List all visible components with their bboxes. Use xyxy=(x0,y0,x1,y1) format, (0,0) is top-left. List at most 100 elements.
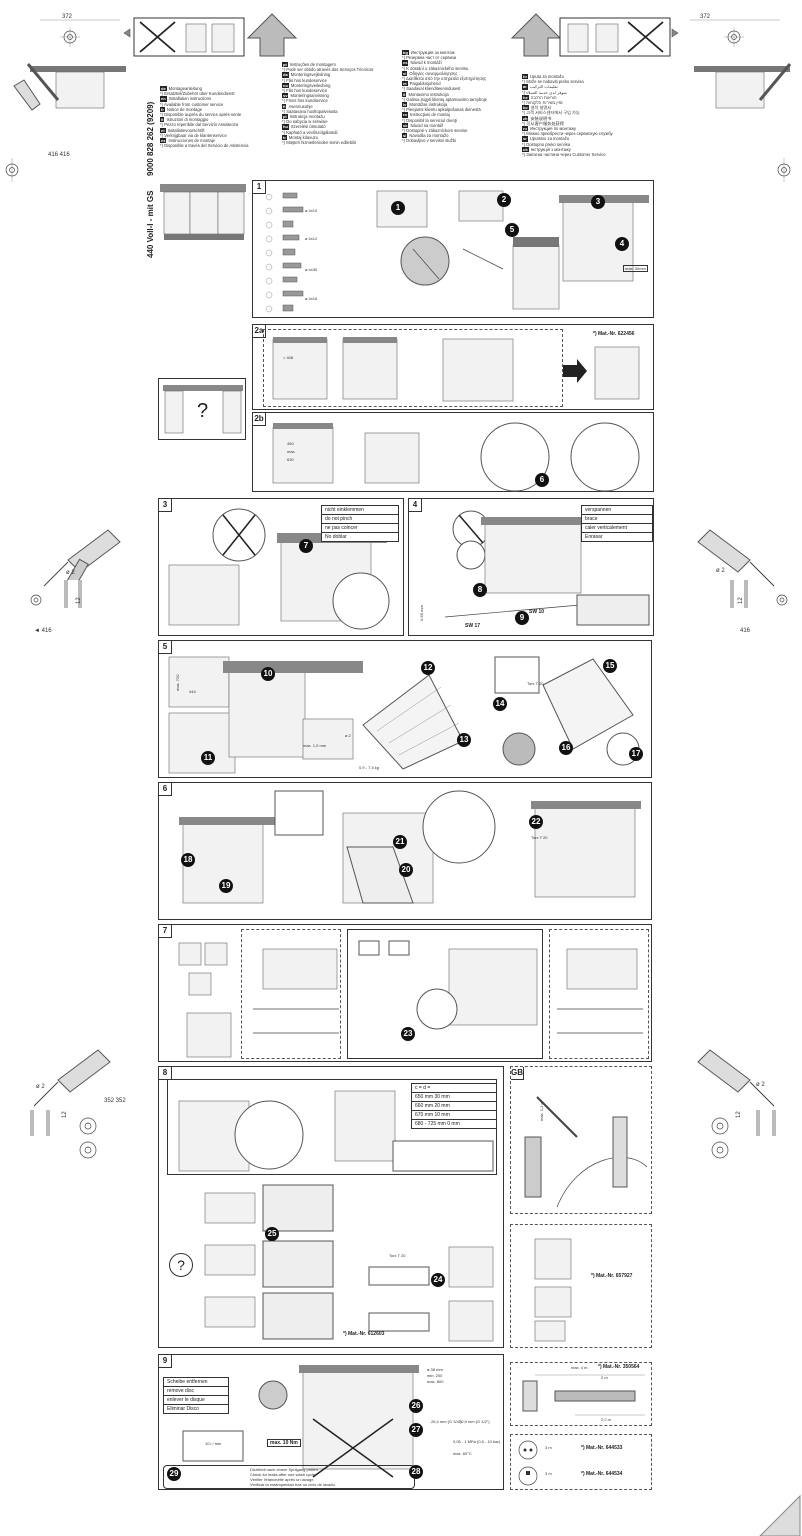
step-label: 2b xyxy=(253,413,266,426)
dim-4x16: ø 4x16 xyxy=(305,296,318,301)
step-7-panel: 7 23 xyxy=(158,924,652,1062)
lang-text: *) Disponible a través del Servicio de A… xyxy=(160,143,249,149)
dim-max30: max. 30mm xyxy=(623,265,648,272)
lang-text: *) Müşteri hizmetlerinden temin edilebil… xyxy=(282,140,357,146)
lang-line: *) K dostání u zákaznického servisu xyxy=(402,66,522,71)
sw-17: SW 17 xyxy=(465,623,481,629)
dim-4x30: ø 4x30 xyxy=(305,267,318,272)
step-label: 1 xyxy=(253,181,266,194)
lang-text: Инструкция по монтажу xyxy=(530,126,577,132)
callout-16: 16 xyxy=(559,741,573,755)
lang-line: *) Saadaval klienditeenindusest xyxy=(402,86,522,91)
top-dim-left: 372 xyxy=(62,14,73,20)
lang-text: *) متوفر لدى خدمة العملاء xyxy=(522,89,568,95)
callout-3: 3 xyxy=(591,195,605,209)
lang-text: Asennusohje xyxy=(288,103,313,109)
side-d2-left-2: ø 2 xyxy=(36,1084,45,1090)
lang-code-badge: sl xyxy=(402,133,408,139)
callout-21: 21 xyxy=(393,835,407,849)
lang-line: *) Disponibil la serviciul clienţi xyxy=(402,118,522,123)
step-7-right-area xyxy=(549,929,649,1059)
callout-22: 22 xyxy=(529,815,543,829)
lang-text: Monteringsanvisning xyxy=(290,93,329,99)
lang-text: Instrucciones de montaje xyxy=(168,138,216,144)
hose-22m: 2,2 m xyxy=(601,1417,612,1422)
lang-code-badge: ru xyxy=(522,126,528,132)
crosshair-right xyxy=(777,158,791,182)
lang-code-badge: da xyxy=(282,72,289,78)
mat-612603: *) Mat.-Nr. 612603 xyxy=(343,1331,385,1337)
lang-code-badge: zh xyxy=(522,115,529,121)
parts-list xyxy=(265,192,304,313)
lang-text: *) K dostání u zákaznického servisu xyxy=(402,65,469,71)
lang-code-badge: hu xyxy=(282,124,289,130)
check-leak-box: Dichtheit nach einem Spülgang prüfen. Ch… xyxy=(163,1465,415,1489)
lang-text: *) Запасна частина через Customer Servic… xyxy=(522,152,606,158)
lang-text: Istruzioni di montaggio xyxy=(166,117,209,123)
mat-350564-label: *) Mat.-Nr. 350564 xyxy=(598,1364,640,1370)
lang-code-badge: sr xyxy=(522,136,528,142)
accessory-panel: 3 m 3 m *) Mat.-Nr. 644533 *) Mat.-Nr. 6… xyxy=(510,1434,652,1490)
callout-13: 13 xyxy=(457,733,471,747)
lang-code-badge: uk xyxy=(522,146,529,153)
page-curl xyxy=(759,1494,801,1536)
step-7-left-area xyxy=(241,929,341,1059)
pipe-12: 20,9 mm (G 1/2") xyxy=(459,1419,490,1424)
lang-text: *) 可从客户服务处获得 xyxy=(522,120,564,126)
step-6-panel: 6 Torx T 20 18 19 20 21 22 xyxy=(158,782,652,920)
hose-illustration xyxy=(522,1374,645,1416)
lang-text: Instrucţiuni de montaj xyxy=(410,112,450,118)
lang-line: *) متوفر لدى خدمة العملاء xyxy=(522,90,642,95)
lang-code-badge: es xyxy=(160,138,167,144)
lang-line: *) Müşteri hizmetlerinden temin edilebil… xyxy=(282,140,402,145)
lang-text: *) Fås hos kundeservice xyxy=(282,77,327,83)
callout-10: 10 xyxy=(261,667,275,681)
step-label: 9 xyxy=(159,1355,172,1368)
step-label: 6 xyxy=(159,783,172,796)
step-1-panel: 1 ø 4x10 ø 4x12 ø 4x30 ø 4x16 1 2 3 4 5 … xyxy=(252,180,654,318)
callout-6: 6 xyxy=(535,473,549,487)
lang-text: Monteringsvejledning xyxy=(290,72,331,78)
drill-left-1 xyxy=(30,529,121,608)
lang-line: *) Можно приобрести через сервисную служ… xyxy=(522,131,642,136)
step-8-illustration xyxy=(178,1090,494,1342)
lang-code-badge: sk xyxy=(402,122,409,129)
dim-4x10: ø 4x10 xyxy=(305,208,318,213)
step-6-illustration xyxy=(179,790,641,904)
side-d2-right-1: ø 2 xyxy=(716,568,725,574)
lang-code-badge: lt xyxy=(402,91,407,97)
lang-text: Montaj kılavuzu xyxy=(288,134,318,140)
check-es: Verificar la estanqueidad tras un ciclo … xyxy=(250,1482,336,1487)
side-d12-right-2: 12 xyxy=(736,1111,742,1118)
lang-line: *) Dobavljivo v servisni službi xyxy=(402,138,522,143)
sw-10: SW 10 xyxy=(529,609,545,615)
lang-text: Інструкція з монтажу xyxy=(530,146,571,152)
drill-right-1 xyxy=(697,529,788,608)
lang-code-badge: no xyxy=(282,82,289,89)
lang-code-badge: lv xyxy=(402,102,408,108)
lang-text: *) Do nabycia w serwisie xyxy=(282,119,328,125)
side-d12-left-2: 12 xyxy=(62,1111,68,1118)
question-bubble: ? xyxy=(169,1253,193,1277)
lang-text: Instrukcja montażu xyxy=(289,114,325,120)
drill-left-2 xyxy=(30,1049,111,1159)
side-352: 352 352 xyxy=(104,1098,126,1104)
torx-t20-8: Torx T 20 xyxy=(389,1253,406,1258)
lang-line: *) 고객 서비스센터에서 구입 가능 xyxy=(522,110,642,115)
